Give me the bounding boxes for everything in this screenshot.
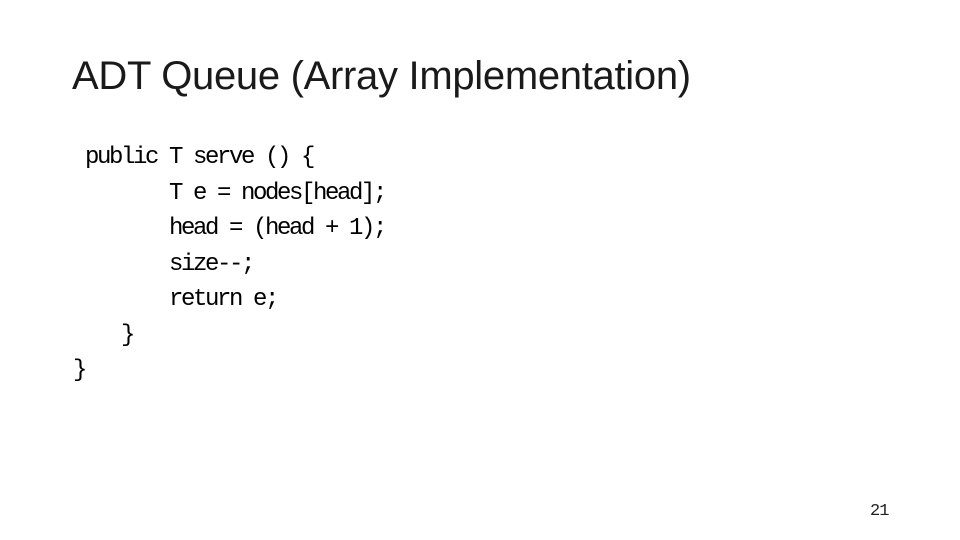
slide-title: ADT Queue (Array Implementation) [72,54,691,98]
code-block: public T serve () { T e = nodes[head]; h… [73,144,387,384]
page-number: 21 [870,502,889,521]
